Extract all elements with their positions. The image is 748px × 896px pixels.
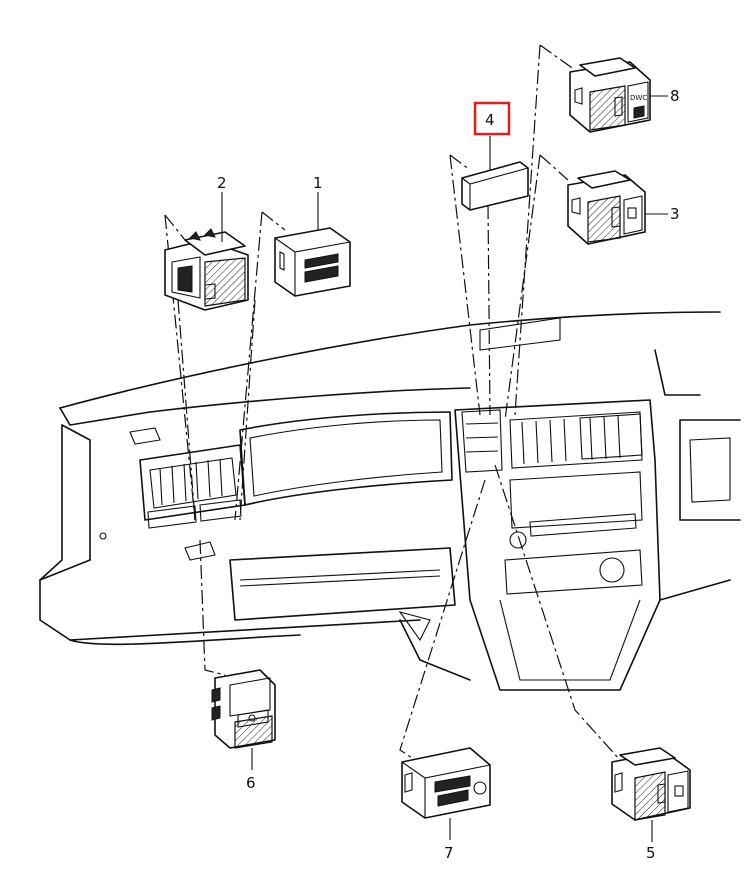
blank-cover-4 (461, 136, 529, 211)
switch-7 (401, 747, 491, 840)
callout-5: 5 (646, 844, 656, 862)
callout-4: 4 (485, 111, 495, 129)
callout-1: 1 (313, 174, 323, 192)
callout-6: 6 (246, 774, 256, 792)
switch-5 (611, 747, 691, 842)
switch-3 (567, 170, 668, 245)
switch-2 (164, 192, 249, 311)
switch-8-label: DWC (630, 94, 647, 102)
leader-lines (164, 44, 621, 761)
switch-1 (274, 192, 351, 297)
switch-6 (211, 669, 276, 770)
callout-2: 2 (217, 174, 227, 192)
switch-8: DWC (569, 57, 668, 133)
callout-8: 8 (670, 87, 680, 105)
callout-3: 3 (670, 205, 680, 223)
callout-7: 7 (444, 844, 454, 862)
highlight-box (473, 101, 511, 136)
dashboard-icon (39, 311, 741, 691)
